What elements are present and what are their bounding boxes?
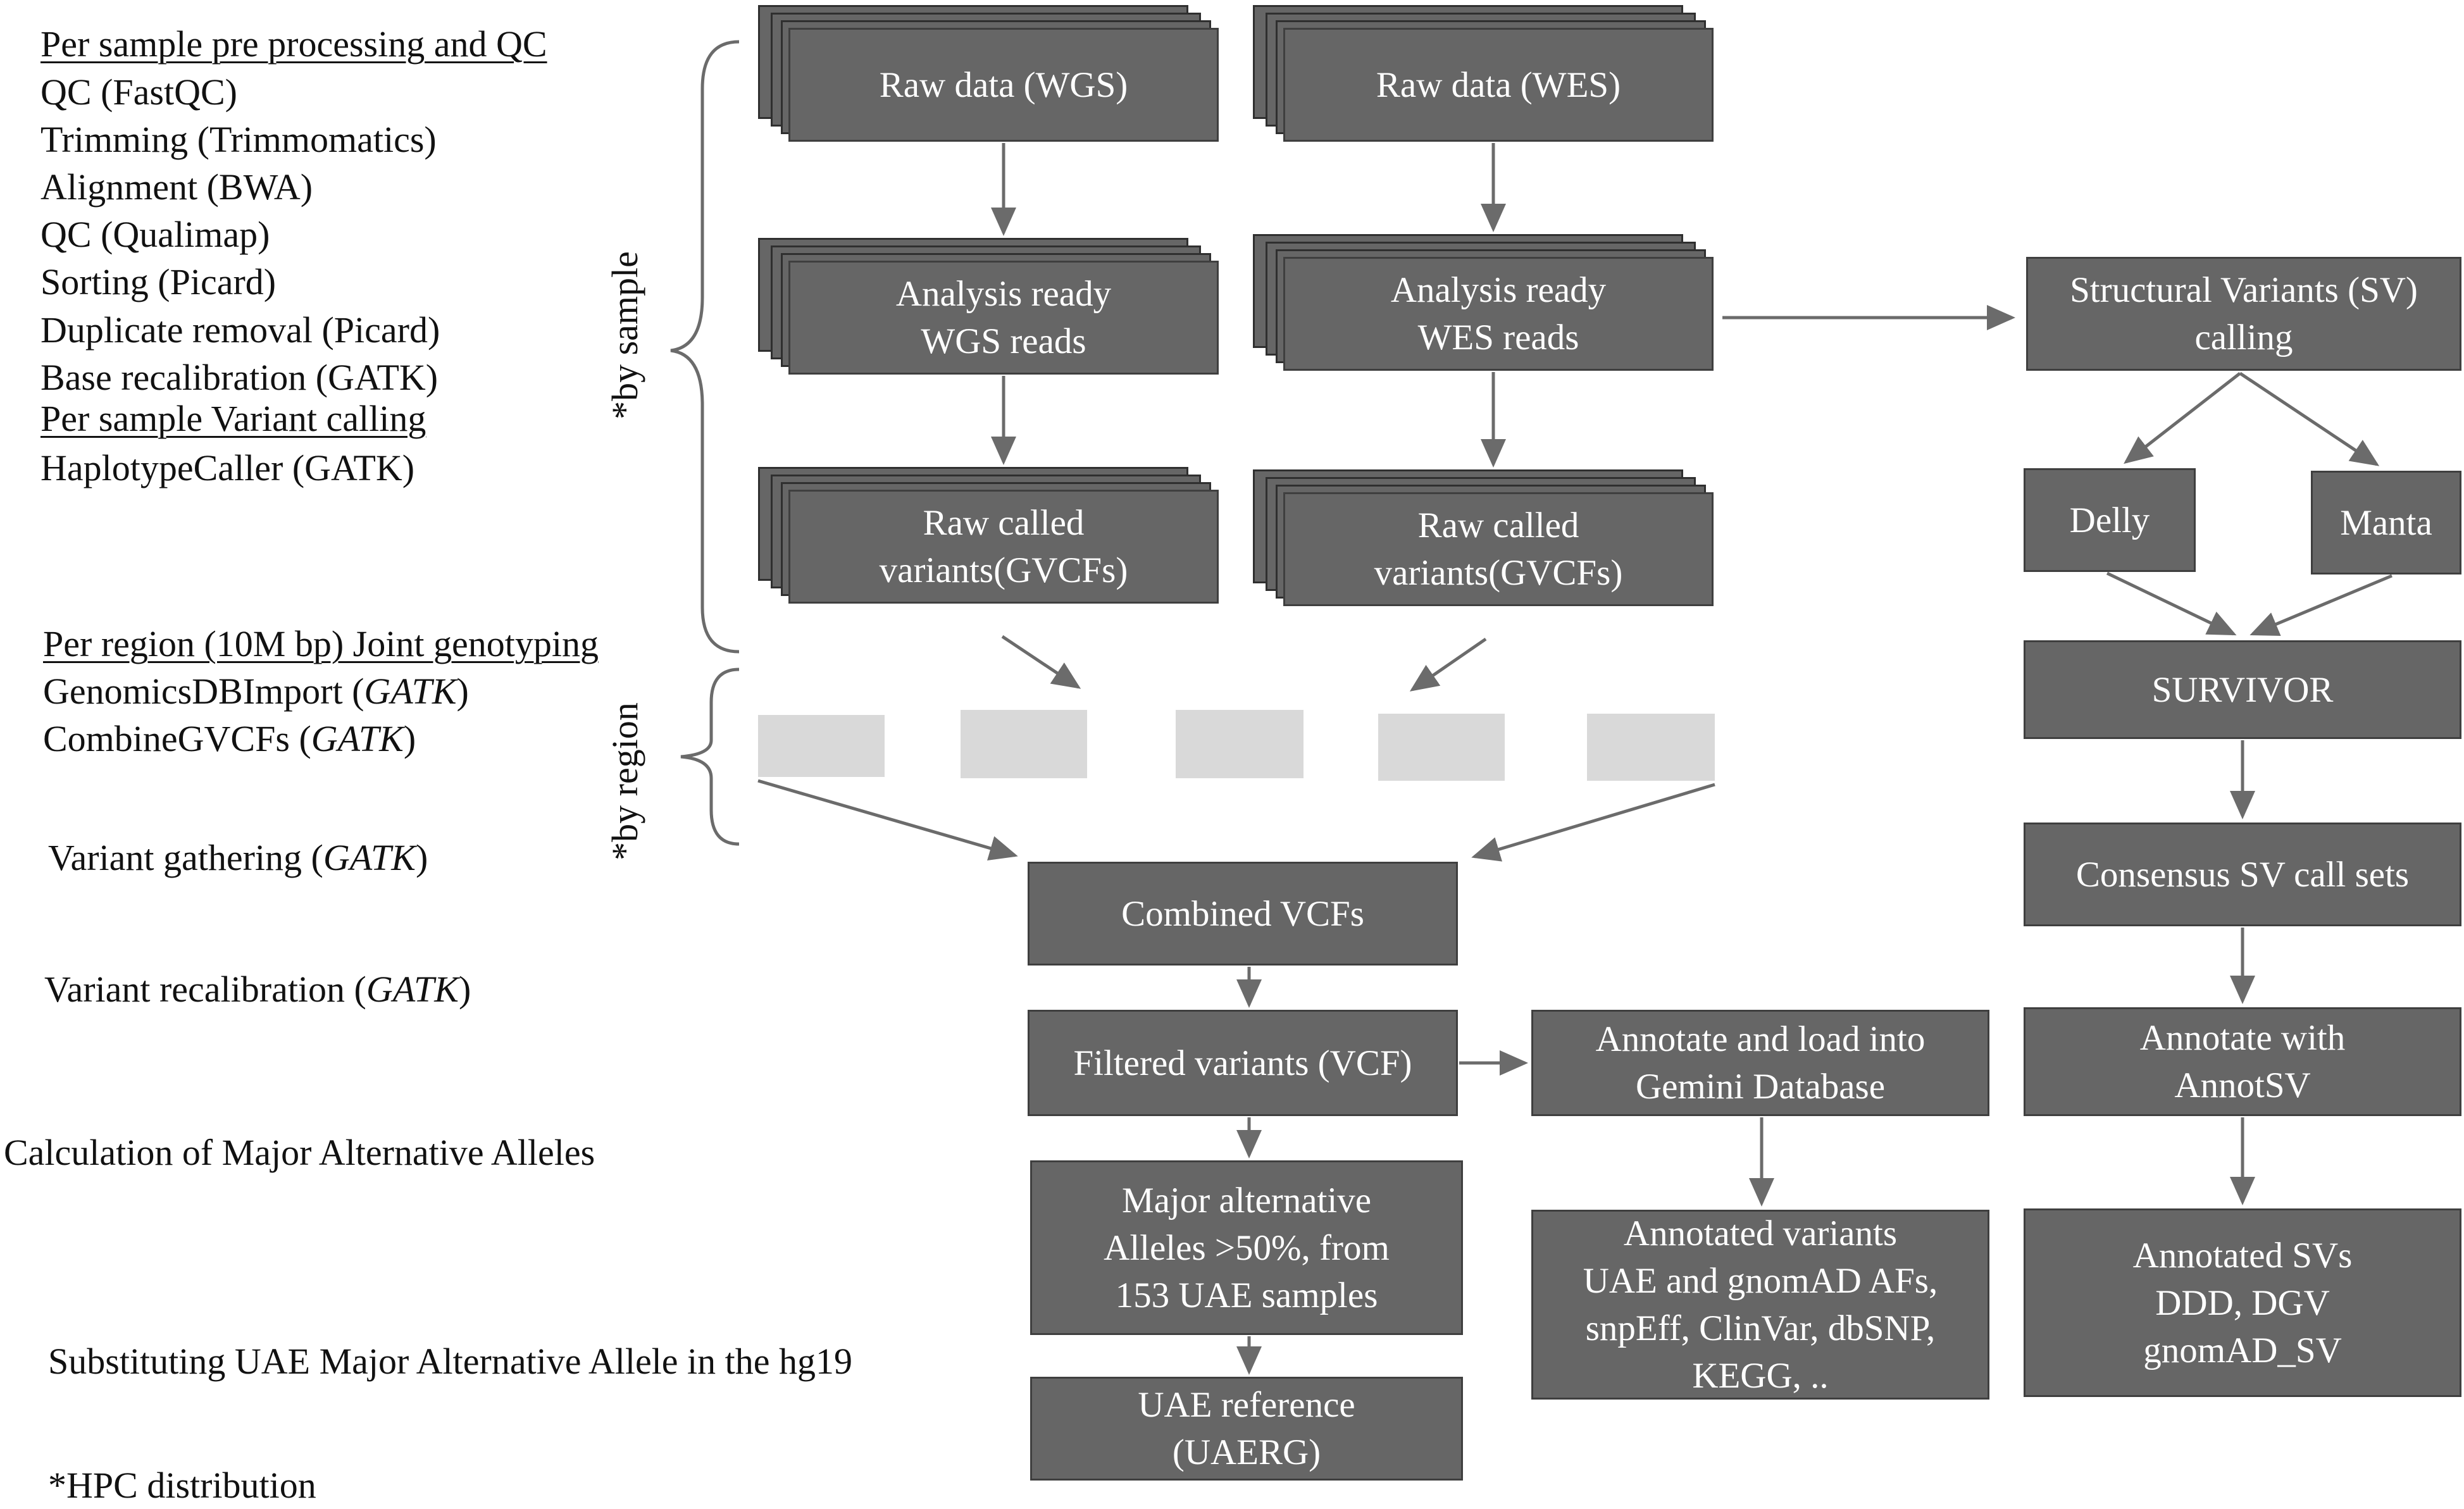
- substituting-label: Substituting UAE Major Alternative Allel…: [48, 1341, 853, 1382]
- region-bar: [1378, 714, 1505, 781]
- by-sample-brace: [670, 40, 740, 654]
- arrow: [2124, 372, 2241, 464]
- consensus-sv-box: Consensus SV call sets: [2024, 823, 2461, 926]
- sec3-heading: Per region (10M bp) Joint genotyping: [43, 623, 599, 664]
- by-region-brace: [680, 668, 740, 846]
- combinegvcfs-label: CombineGVCFs (GATK): [43, 718, 416, 759]
- arrow: [757, 779, 1018, 861]
- hpc-note: *HPC distribution: [48, 1465, 316, 1506]
- arrow: [1001, 635, 1081, 689]
- sv-calling-box: Structural Variants (SV)calling: [2026, 257, 2461, 371]
- region-bar: [1587, 714, 1715, 781]
- arrow: [1471, 783, 1715, 862]
- major-alleles-calc-label: Calculation of Major Alternative Alleles: [4, 1132, 595, 1173]
- step-item: Duplicate removal (Picard): [40, 309, 440, 351]
- variant-recalibration-label: Variant recalibration (GATK): [44, 969, 471, 1010]
- step-item: Trimming (Trimmomatics): [40, 119, 437, 160]
- sec2-heading: Per sample Variant calling: [40, 398, 426, 439]
- arrow: [2249, 574, 2392, 637]
- arrow: [2239, 371, 2380, 466]
- region-bar: [961, 710, 1087, 778]
- manta-box: Manta: [2311, 471, 2461, 574]
- combined-vcfs-box: Combined VCFs: [1028, 862, 1458, 966]
- survivor-box: SURVIVOR: [2024, 640, 2461, 739]
- raw-data-wgs-box: Raw data (WGS): [788, 28, 1219, 142]
- delly-box: Delly: [2024, 468, 2196, 572]
- genomicsdbimport-label: GenomicsDBImport (GATK): [43, 671, 469, 712]
- variant-gathering-label: Variant gathering (GATK): [48, 837, 428, 878]
- arrow: [2106, 571, 2237, 636]
- region-bar: [758, 715, 885, 777]
- raw-data-wes-box: Raw data (WES): [1283, 28, 1714, 142]
- step-item: Sorting (Picard): [40, 261, 277, 302]
- step-item: Alignment (BWA): [40, 166, 313, 208]
- step-item: HaplotypeCaller (GATK): [40, 447, 415, 488]
- sec1-heading: Per sample pre processing and QC: [40, 23, 547, 65]
- step-item: Base recalibration (GATK): [40, 357, 439, 398]
- step-item: QC (Qualimap): [40, 214, 270, 255]
- step-item: QC (FastQC): [40, 71, 237, 113]
- region-bar: [1176, 710, 1304, 778]
- filtered-variants-box: Filtered variants (VCF): [1028, 1010, 1458, 1116]
- arrow: [1409, 637, 1487, 692]
- uae-reference-box: UAE reference(UAERG): [1030, 1377, 1463, 1481]
